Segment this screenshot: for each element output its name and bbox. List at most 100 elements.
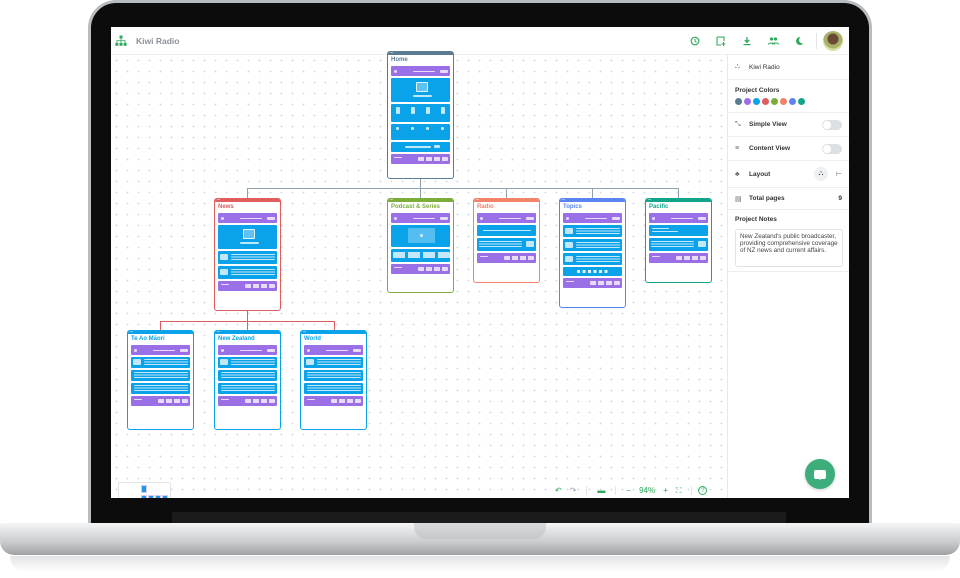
page-card-radio[interactable]: Radio [473, 198, 540, 283]
app-title: Kiwi Radio [136, 35, 180, 46]
page-card-world[interactable]: World [300, 330, 367, 430]
users-icon[interactable] [760, 27, 786, 55]
undo-button[interactable]: ↶ [555, 486, 562, 495]
project-panel: ⛬ Kiwi Radio Project Colors ⤡ Simp [727, 55, 849, 498]
color-swatch[interactable] [798, 98, 805, 105]
header-block [563, 213, 622, 223]
canvas-toolbar: ↶ ↷ ▬ − 94% + ⛶ ? [551, 483, 727, 498]
page-title: Te Ao Māori [131, 336, 165, 342]
page-title: Podcast & Series [391, 204, 441, 210]
add-page-icon[interactable] [708, 27, 734, 55]
compress-icon: ⤡ [735, 120, 741, 128]
intro-block [649, 225, 708, 236]
hero-block [218, 225, 277, 249]
project-name: Kiwi Radio [749, 63, 780, 71]
color-swatch[interactable] [762, 98, 769, 105]
layout-indent-button[interactable]: ⊢ [835, 171, 842, 178]
content-view-row: ≡ Content View [728, 137, 849, 161]
minimap-node [141, 485, 147, 493]
project-notes-section: Project Notes New Zealand's public broad… [728, 210, 849, 272]
page-card-podcast-series[interactable]: Podcast & Series [387, 198, 454, 293]
layout-tree-button[interactable]: ⛬ [813, 167, 828, 181]
page-title: Pacific [649, 204, 669, 210]
footer-block [218, 396, 277, 406]
connector [420, 188, 421, 198]
connector [506, 188, 507, 198]
page-title: New Zealand [218, 336, 255, 342]
content-view-label: Content View [749, 145, 791, 152]
color-swatches [735, 98, 805, 105]
connector [420, 179, 421, 188]
redo-button[interactable]: ↷ [569, 486, 577, 495]
minimap-node [162, 495, 168, 498]
page-card-topics[interactable]: Topics [559, 198, 626, 308]
page-title: World [304, 336, 321, 342]
minimap-node [155, 495, 161, 498]
history-icon[interactable] [682, 27, 708, 55]
toolbar-divider [615, 486, 617, 495]
header-block [391, 213, 450, 223]
text-block [218, 383, 277, 394]
toolbar-actions [682, 27, 849, 55]
simple-view-row: ⤡ Simple View [728, 113, 849, 137]
minimap-node [141, 495, 147, 498]
dark-mode-icon[interactable] [786, 27, 812, 55]
help-button[interactable]: ? [698, 486, 708, 495]
header-block [477, 213, 536, 223]
chat-icon [814, 469, 826, 480]
connector [678, 188, 679, 198]
player-block [477, 225, 536, 236]
project-notes-label: Project Notes [735, 216, 777, 223]
topic-block [563, 239, 622, 251]
page-card-te-ao-maori[interactable]: Te Ao Māori [127, 330, 194, 430]
simple-view-toggle[interactable] [822, 119, 842, 130]
hero-block [391, 78, 450, 102]
color-swatch[interactable] [780, 98, 787, 105]
project-colors-section: Project Colors [728, 80, 849, 113]
laptop-shadow [10, 556, 950, 572]
text-block [218, 370, 277, 381]
project-notes-textarea[interactable]: New Zealand's public broadcaster, provid… [735, 229, 843, 267]
footer-block [477, 253, 536, 263]
header-block [649, 213, 708, 223]
topic-block [563, 253, 622, 265]
header-block [218, 345, 277, 355]
color-swatch[interactable] [744, 98, 751, 105]
total-pages-row: ▤ Total pages 9 [728, 188, 849, 210]
user-avatar[interactable] [823, 31, 843, 51]
footer-block [391, 264, 450, 274]
laptop-base [0, 523, 960, 555]
page-card-pacific[interactable]: Pacific [645, 198, 712, 283]
page-title: Home [391, 57, 408, 63]
zoom-out-button[interactable]: − [626, 486, 632, 495]
header-block [218, 213, 277, 223]
features-block [391, 124, 450, 140]
chat-button[interactable] [805, 459, 835, 489]
color-swatch[interactable] [735, 98, 742, 105]
page-title: Radio [477, 204, 494, 210]
page-card-new-zealand[interactable]: New Zealand [214, 330, 281, 430]
app-screen: Kiwi Radio [111, 27, 849, 498]
fit-screen-icon[interactable]: ⛶ [675, 485, 682, 495]
download-icon[interactable] [734, 27, 760, 55]
comments-toggle-icon[interactable]: ▬ [597, 486, 606, 495]
team-block [391, 104, 450, 122]
zoom-in-button[interactable]: + [663, 486, 668, 495]
minimap[interactable] [118, 482, 171, 498]
article-block [304, 357, 363, 368]
color-swatch[interactable] [753, 98, 760, 105]
color-swatch[interactable] [771, 98, 778, 105]
project-name-row: ⛬ Kiwi Radio [728, 55, 849, 80]
color-swatch[interactable] [789, 98, 796, 105]
sitemap-canvas[interactable]: Home News Podcast & Ser [111, 51, 727, 498]
content-view-toggle[interactable] [822, 143, 842, 154]
header-block [304, 345, 363, 355]
footer-block [563, 278, 622, 288]
carousel-block [563, 267, 622, 276]
page-card-home[interactable]: Home [387, 51, 454, 179]
article-block [218, 266, 277, 279]
article-block [131, 357, 190, 368]
text-block [131, 383, 190, 394]
content-block [649, 238, 708, 251]
page-card-news[interactable]: News [214, 198, 281, 311]
